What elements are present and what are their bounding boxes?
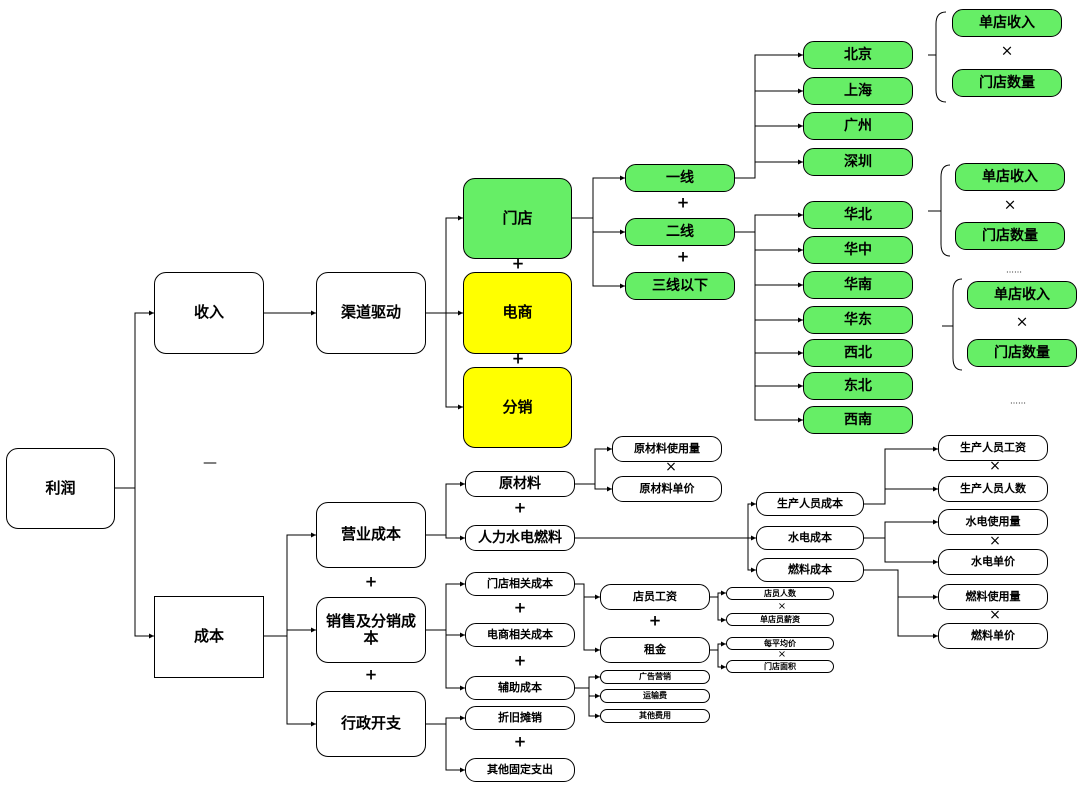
plus-operator: + [513,598,527,617]
region-node: 东北 [803,372,913,400]
channel-distribution-node: 分销 [463,367,572,448]
times-operator: × [989,607,1001,623]
per-store-revenue-node: 单店收入 [952,9,1062,37]
channel-ecommerce-node: 电商 [463,272,572,354]
tier2-node: 二线 [625,218,735,246]
channel-driver-node: 渠道驱动 [316,272,426,354]
city-node: 上海 [803,77,913,105]
per-store-revenue-node: 单店收入 [967,281,1077,309]
city-node: 深圳 [803,148,913,176]
depreciation-node: 折旧摊销 [465,706,575,730]
city-node: 北京 [803,41,913,69]
utilities-cost-node: 水电成本 [756,526,864,550]
region-node: 华中 [803,236,913,264]
plus-operator: + [364,572,378,591]
advertising-node: 广告营销 [600,670,710,684]
plus-operator: + [676,193,690,212]
production-wage-node: 生产人员工资 [938,435,1048,461]
times-operator: × [989,533,1001,549]
per-store-revenue-node: 单店收入 [955,163,1065,191]
staff-wage-node: 店员工资 [600,584,710,610]
times-operator: × [1015,312,1029,331]
city-node: 广州 [803,112,913,140]
utilities-price-node: 水电单价 [938,549,1048,575]
plus-operator: + [648,611,662,630]
ellipsis-mark: …… [1006,265,1022,275]
auxiliary-cost-node: 辅助成本 [465,676,575,700]
times-operator: × [777,601,787,612]
fuel-price-node: 燃料单价 [938,623,1048,649]
raw-material-usage-node: 原材料使用量 [612,436,722,462]
other-fixed-expense-node: 其他固定支出 [465,758,575,782]
plus-operator: + [364,665,378,684]
times-operator: × [665,459,677,475]
profit-node: 利润 [6,448,115,529]
production-headcount-node: 生产人员人数 [938,476,1048,502]
store-count-node: 门店数量 [952,69,1062,97]
region-node: 华东 [803,306,913,334]
minus-operator: — [203,455,217,471]
store-count-node: 门店数量 [967,339,1077,367]
staff-count-node: 店员人数 [726,587,834,600]
times-operator: × [777,649,787,660]
ecommerce-related-cost-node: 电商相关成本 [465,623,575,647]
store-count-node: 门店数量 [955,222,1065,250]
region-node: 西北 [803,339,913,367]
shipping-node: 运输费 [600,689,710,703]
times-operator: × [1000,41,1014,60]
fuel-usage-node: 燃料使用量 [938,584,1048,610]
raw-material-node: 原材料 [465,471,575,497]
revenue-node: 收入 [154,272,264,354]
plus-operator: + [513,732,527,751]
times-operator: × [1003,195,1017,214]
other-expense-node: 其他费用 [600,709,710,723]
plus-operator: + [513,498,527,517]
cost-node: 成本 [154,596,264,678]
times-operator: × [989,458,1001,474]
admin-expense-node: 行政开支 [316,691,426,757]
ellipsis-mark: …… [1010,396,1026,406]
store-related-cost-node: 门店相关成本 [465,572,575,596]
plus-operator: + [511,254,525,273]
fuel-cost-node: 燃料成本 [756,558,864,582]
store-area-node: 门店面积 [726,660,834,673]
sales-distribution-cost-node: 销售及分销成本 [316,597,426,663]
rent-node: 租金 [600,637,710,663]
plus-operator: + [511,349,525,368]
tier3-node: 三线以下 [625,272,735,300]
production-labor-cost-node: 生产人员成本 [756,492,864,516]
plus-operator: + [513,651,527,670]
raw-material-price-node: 原材料单价 [612,476,722,502]
region-node: 西南 [803,406,913,434]
utilities-usage-node: 水电使用量 [938,509,1048,535]
plus-operator: + [676,247,690,266]
staff-salary-node: 单店员薪资 [726,613,834,626]
region-node: 华南 [803,271,913,299]
channel-store-node: 门店 [463,178,572,259]
rent-avg-price-node: 每平均价 [726,637,834,650]
operating-cost-node: 营业成本 [316,502,426,568]
region-node: 华北 [803,201,913,229]
tier1-node: 一线 [625,164,735,192]
labor-utilities-fuel-node: 人力水电燃料 [465,525,575,551]
